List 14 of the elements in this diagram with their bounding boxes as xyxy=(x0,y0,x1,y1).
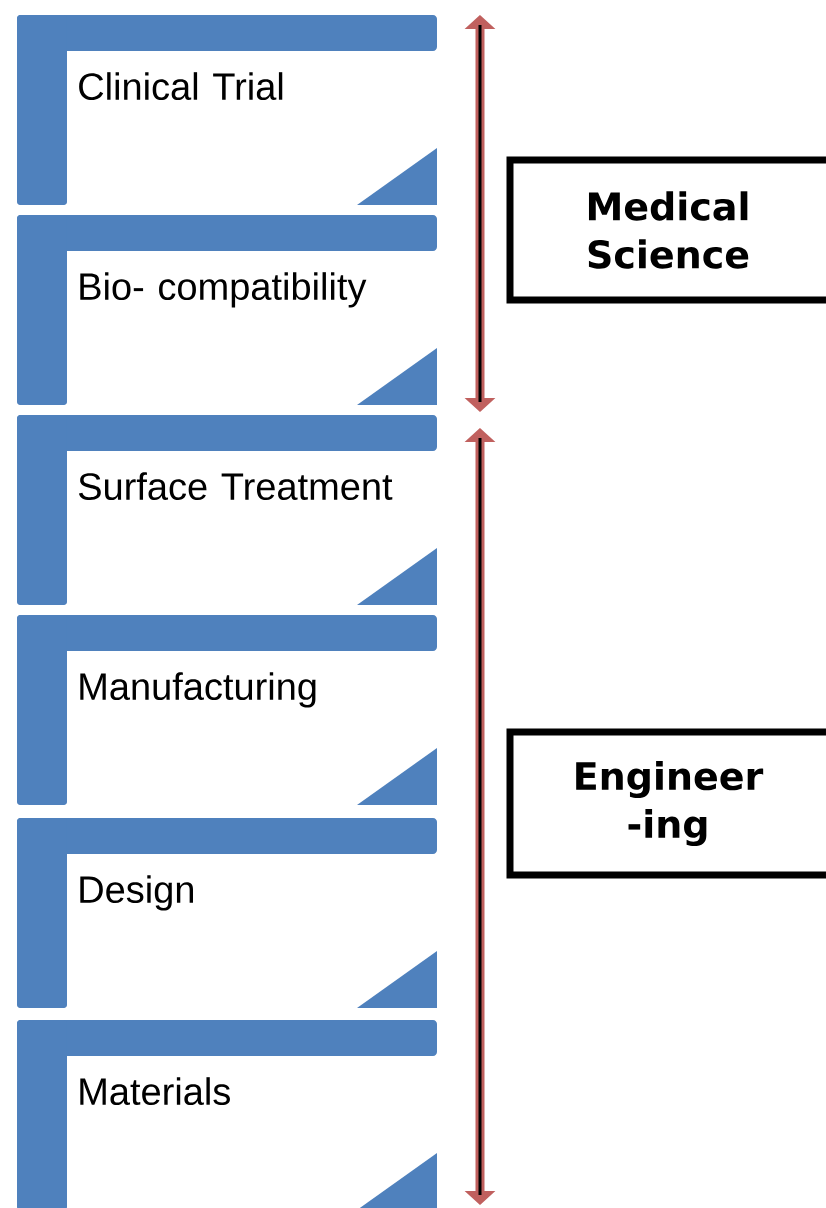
label-box: Engineer -ing xyxy=(506,728,826,879)
bracket-box: Manufacturing xyxy=(17,615,437,805)
bracket-box: Bio- compatibility xyxy=(17,215,437,405)
label-box: Medical Science xyxy=(506,156,826,304)
bracket-box: Design xyxy=(17,818,437,1008)
bracket-box: Surface Treatment xyxy=(17,415,437,605)
node-label: Clinical Trial xyxy=(79,72,283,101)
bracket-box: Clinical Trial xyxy=(17,15,437,205)
bracket-box: Materials xyxy=(17,1020,437,1208)
node-label: Manufacturing xyxy=(80,672,316,708)
node-label: Bio- compatibility xyxy=(80,272,367,308)
node-label: Surface Treatment xyxy=(78,472,393,501)
node-label: Design xyxy=(80,875,193,911)
node-label: Materials xyxy=(80,1077,230,1106)
